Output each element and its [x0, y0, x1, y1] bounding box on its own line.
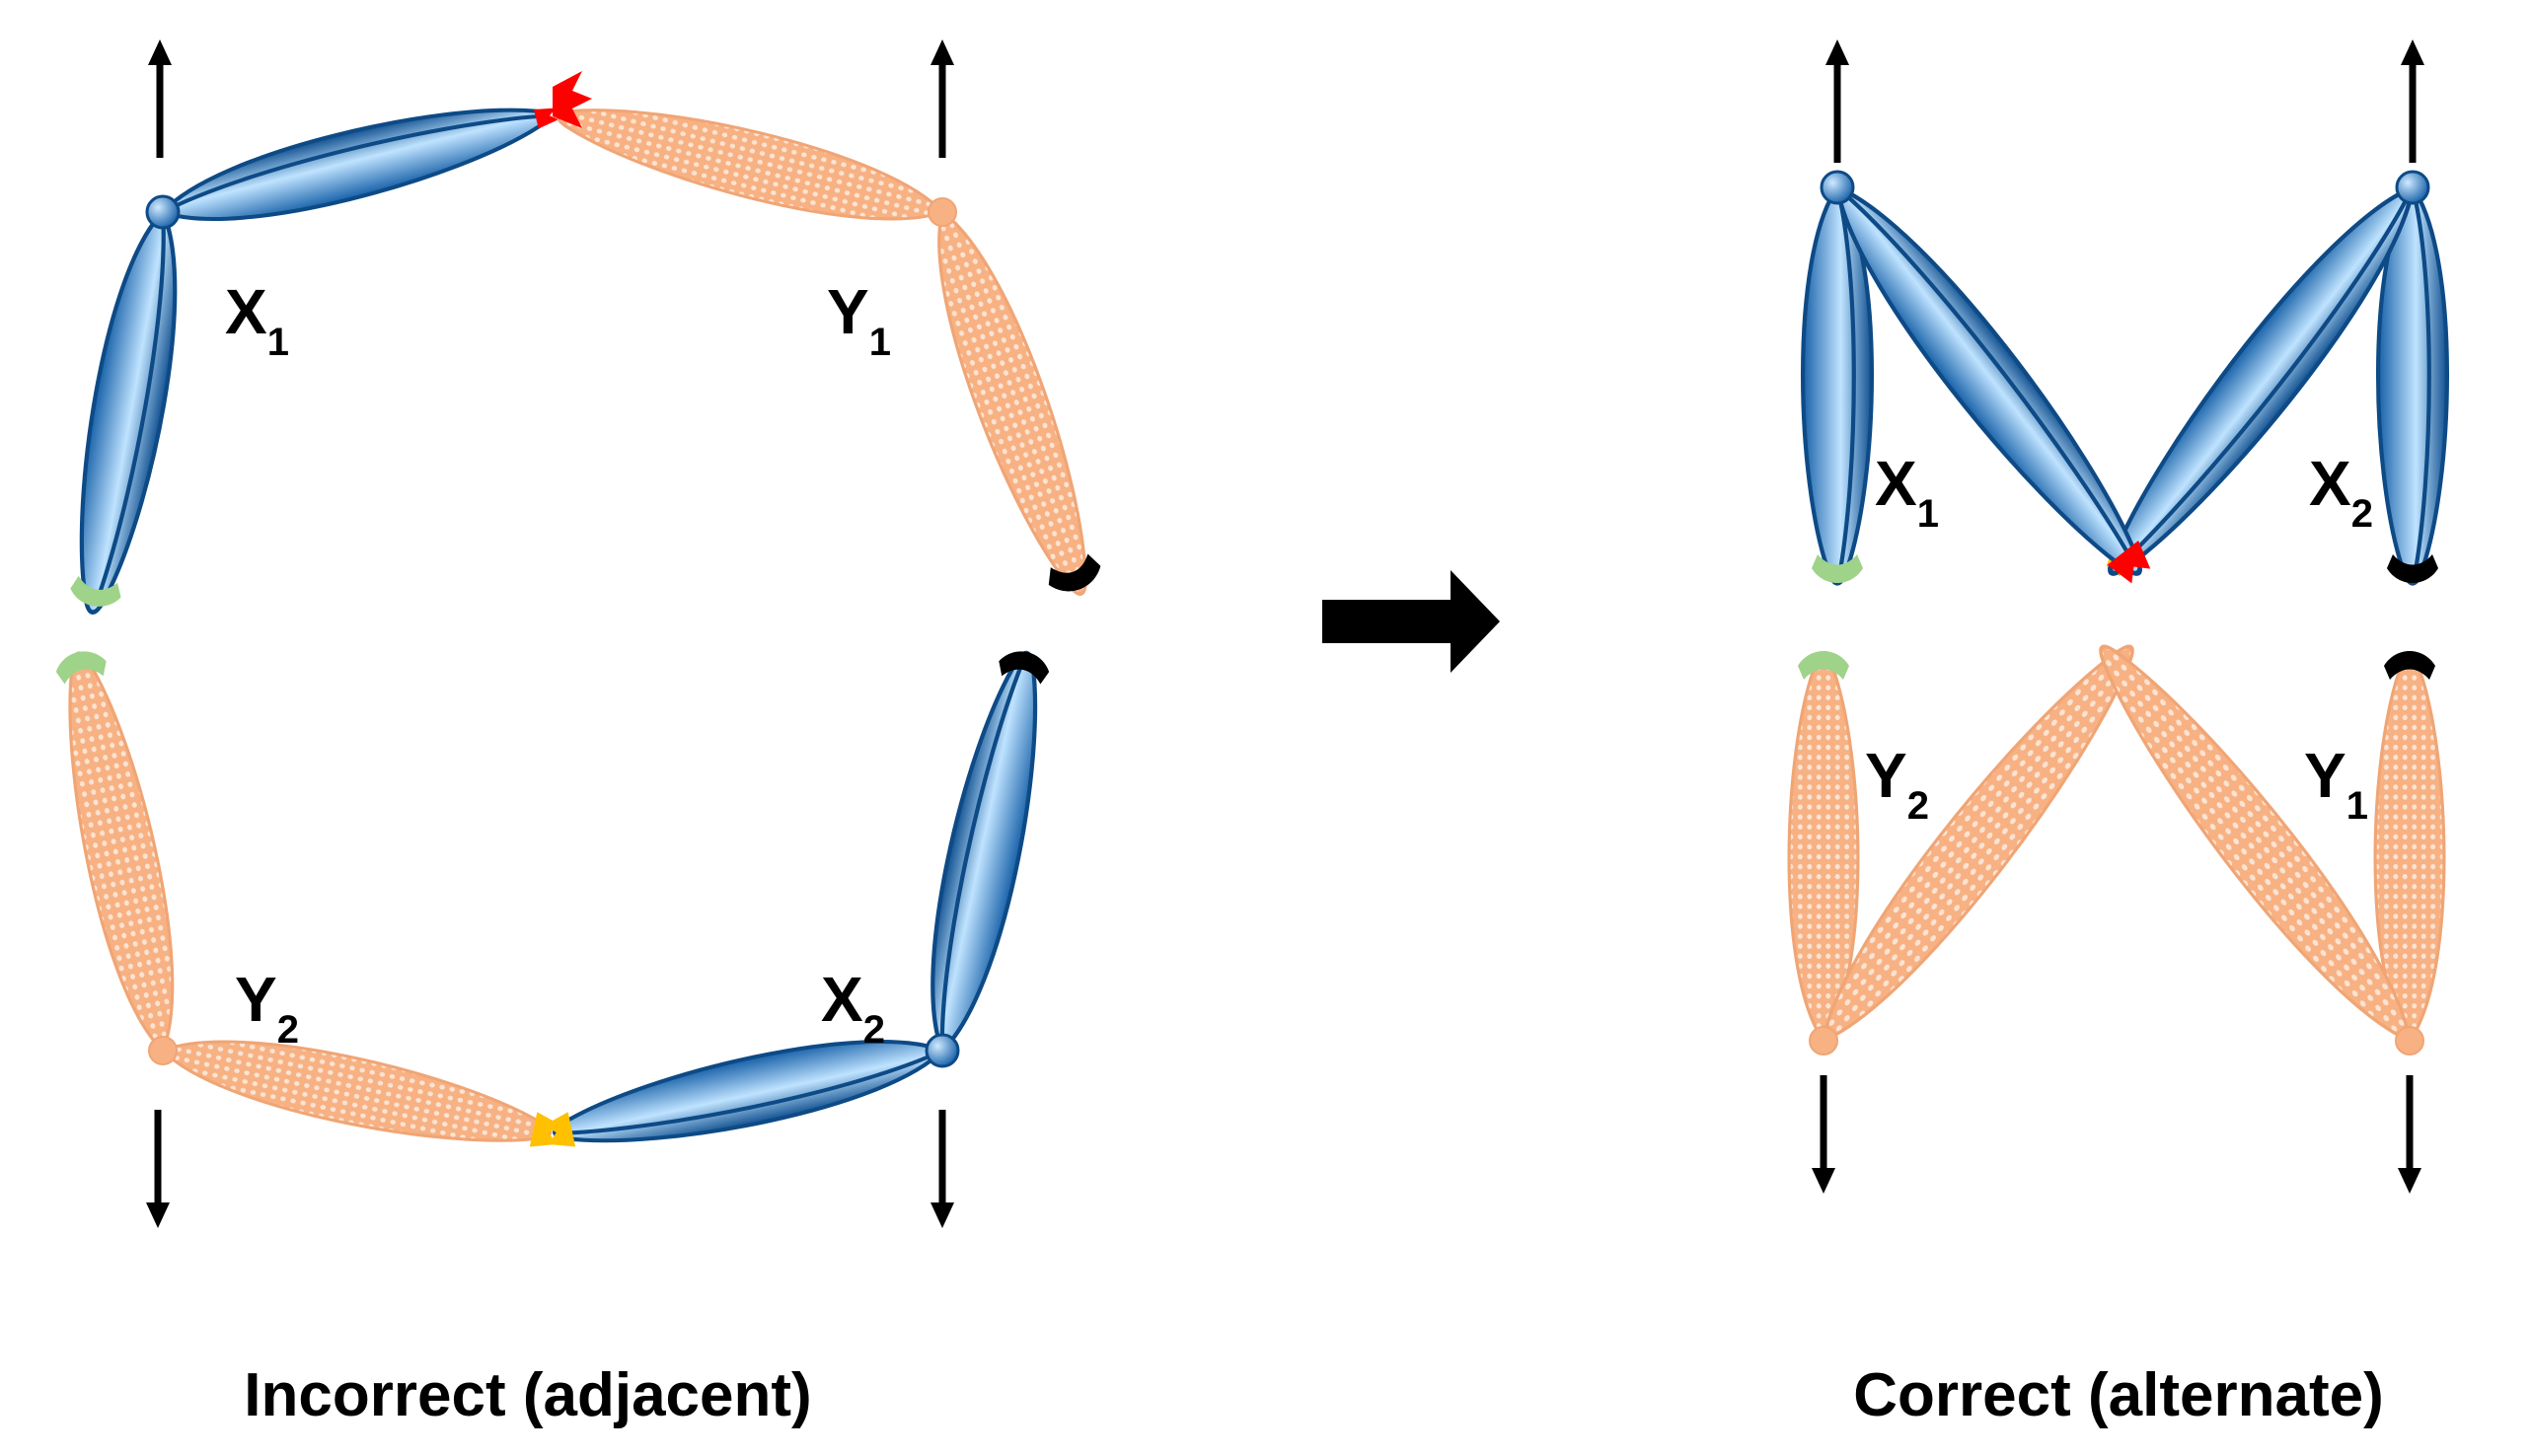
right-panel: X1 X2 Y2 Y1 Correct (alternate) — [1787, 39, 2447, 1429]
spindle-arrow-down-icon — [146, 1110, 170, 1228]
spindle-arrow-down-icon — [1812, 1075, 1835, 1194]
chromosome-y2 — [42, 644, 561, 1167]
caption-incorrect: Incorrect (adjacent) — [244, 1361, 811, 1429]
label-x1: X1 — [1875, 448, 1939, 536]
spindle-arrow-down-icon — [931, 1110, 954, 1228]
chromosome-x2 — [544, 645, 1061, 1167]
label-x2: X2 — [2309, 448, 2373, 536]
label-x2: X2 — [821, 964, 885, 1052]
chromosome-y1 — [548, 71, 1116, 608]
spindle-arrow-down-icon — [2398, 1075, 2421, 1194]
spindle-arrow-up-icon — [2401, 39, 2424, 163]
right-arrow-icon — [1322, 570, 1500, 673]
spindle-arrow-up-icon — [148, 39, 172, 158]
chromosome-x2 — [2084, 167, 2447, 595]
label-y2: Y2 — [1865, 740, 1929, 828]
chromosome-x1 — [1803, 167, 2168, 598]
caption-correct: Correct (alternate) — [1853, 1361, 2383, 1429]
chromosome-y2 — [1787, 623, 2161, 1064]
label-y2: Y2 — [235, 964, 299, 1052]
label-y1: Y1 — [2304, 740, 2368, 828]
label-y1: Y1 — [827, 276, 891, 364]
chromosome-y1 — [2072, 623, 2446, 1064]
left-panel: X1 Y1 Y2 X2 Incorrect (adjacent) — [42, 39, 1116, 1429]
chromosome-x1 — [58, 82, 559, 619]
spindle-arrow-up-icon — [1825, 39, 1849, 163]
label-x1: X1 — [225, 276, 289, 364]
spindle-arrow-up-icon — [931, 39, 954, 158]
